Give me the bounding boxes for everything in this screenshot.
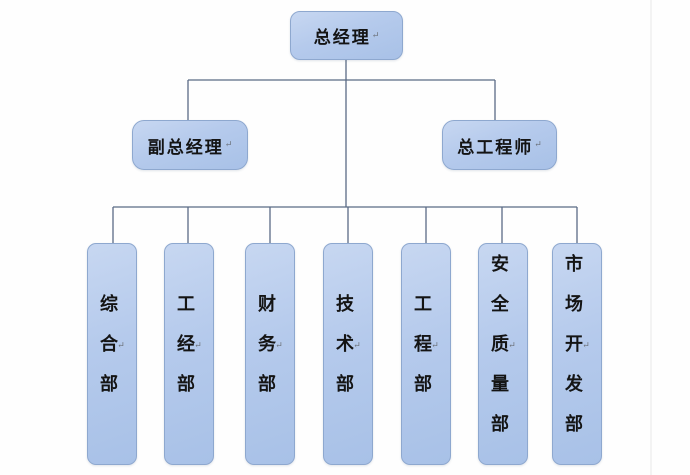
node-dept-technology: 技术部 ↵ bbox=[323, 243, 373, 465]
node-dept-safety-quality: 安全质量部 ↵ bbox=[478, 243, 528, 465]
node-label: 工经部 bbox=[174, 294, 195, 414]
node-dept-engineering-economics: 工经部 ↵ bbox=[164, 243, 214, 465]
page-edge-line bbox=[650, 0, 652, 475]
node-label: 总经理 bbox=[313, 28, 371, 48]
paragraph-mark: ↵ bbox=[534, 140, 542, 150]
node-label: 财务部 bbox=[255, 294, 276, 414]
paragraph-mark: ↵ bbox=[371, 30, 380, 41]
node-label: 市场开发部 bbox=[562, 254, 583, 454]
node-label: 综合部 bbox=[97, 294, 118, 414]
node-label: 技术部 bbox=[333, 294, 354, 414]
paragraph-mark: ↵ bbox=[116, 341, 126, 351]
paragraph-mark: ↵ bbox=[352, 341, 362, 351]
paragraph-mark: ↵ bbox=[581, 341, 591, 351]
paragraph-mark: ↵ bbox=[507, 341, 517, 351]
node-label: 副总经理 bbox=[147, 137, 224, 158]
node-label: 安全质量部 bbox=[488, 254, 509, 454]
paragraph-mark: ↵ bbox=[193, 341, 203, 351]
node-dept-comprehensive: 综合部 ↵ bbox=[87, 243, 137, 465]
paragraph-mark: ↵ bbox=[274, 341, 284, 351]
paragraph-mark: ↵ bbox=[224, 140, 233, 150]
node-label: 工程部 bbox=[411, 294, 432, 414]
node-general-manager: 总经理 ↵ bbox=[290, 11, 403, 60]
paragraph-mark: ↵ bbox=[430, 341, 440, 351]
node-chief-engineer: 总工程师 ↵ bbox=[442, 120, 557, 170]
node-dept-engineering: 工程部 ↵ bbox=[401, 243, 451, 465]
node-dept-finance: 财务部 ↵ bbox=[245, 243, 295, 465]
node-dept-market-development: 市场开发部 ↵ bbox=[552, 243, 602, 465]
node-label: 总工程师 bbox=[457, 137, 534, 158]
node-deputy-general-manager: 副总经理 ↵ bbox=[132, 120, 248, 170]
